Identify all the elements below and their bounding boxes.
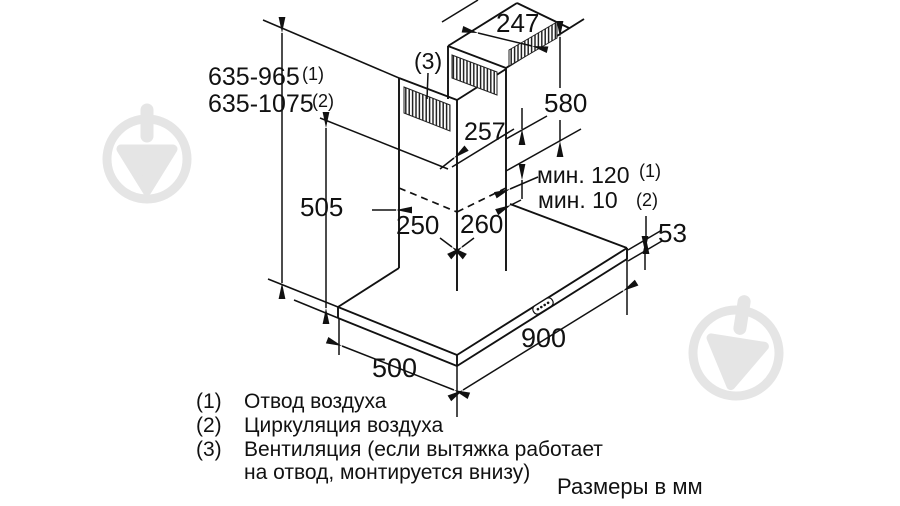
legend-text-3-cont: на отвод, монтируется внизу) <box>244 461 530 484</box>
dim-upper-height: 580 <box>544 88 587 118</box>
units-note: Размеры в мм <box>557 474 703 499</box>
hood-body-outline <box>267 203 628 367</box>
dimension-lines <box>278 17 663 417</box>
legend-ref-3: (3) <box>196 438 222 461</box>
dimension-labels: 247 580 257 635-965 (1) 635-1075 (2) (3)… <box>208 8 687 383</box>
dim-chimney-height: 505 <box>300 192 343 222</box>
dim-height-range-1-ref: (1) <box>302 64 324 84</box>
dim-chimney-depth: 260 <box>460 209 503 239</box>
vent-ref-label: (3) <box>414 48 442 74</box>
dim-chimney-width: 250 <box>396 210 439 240</box>
vent-grille <box>403 21 558 132</box>
dim-min-overlap-2: мин. 10 <box>538 187 618 213</box>
shield-watermark-icon <box>102 103 192 204</box>
dim-body-width: 900 <box>521 323 566 353</box>
legend-text-2: Циркуляция воздуха <box>244 414 444 437</box>
dim-min-overlap-1-ref: (1) <box>639 161 661 181</box>
dim-min-overlap-2-ref: (2) <box>636 190 658 210</box>
dim-body-thickness: 53 <box>658 218 687 248</box>
dim-height-range-1: 635-965 <box>208 63 300 91</box>
legend: (1) Отвод воздуха (2) Циркуляция воздуха… <box>196 390 603 484</box>
legend-ref-1: (1) <box>196 390 222 413</box>
dim-height-range-2: 635-1075 <box>208 90 314 118</box>
dim-top-width: 247 <box>496 8 539 38</box>
dim-height-range-2-ref: (2) <box>312 91 334 111</box>
shield-watermark-icon <box>688 295 784 401</box>
legend-text-1: Отвод воздуха <box>244 390 387 413</box>
legend-ref-2: (2) <box>196 414 222 437</box>
legend-text-3: Вентиляция (если вытяжка работает <box>244 438 603 461</box>
vent-leader-line <box>426 72 429 100</box>
dim-body-depth: 500 <box>372 353 417 383</box>
dim-upper-depth: 257 <box>464 118 506 146</box>
dim-min-overlap-1: мин. 120 <box>537 162 630 188</box>
